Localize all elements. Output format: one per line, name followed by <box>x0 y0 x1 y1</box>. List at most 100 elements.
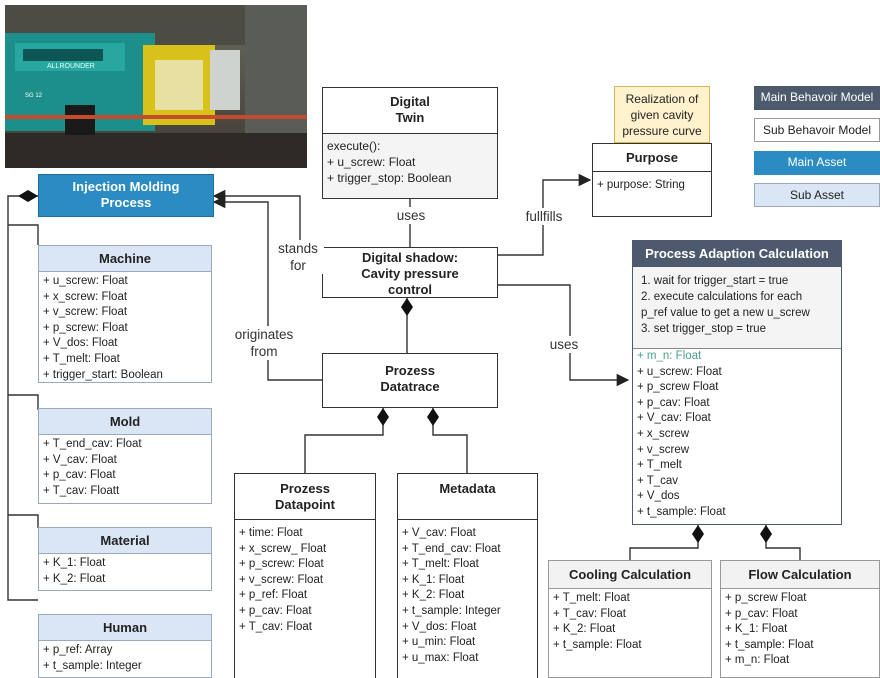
legend-main-behavior: Main Behavoir Model <box>754 86 880 110</box>
title-line: Datatrace <box>380 379 440 394</box>
title-line: Prozess <box>385 363 435 378</box>
operation: p_ref value to get a new u_screw <box>641 307 810 319</box>
label-line: stands <box>278 241 318 256</box>
machine-title: Machine <box>39 246 211 272</box>
originates-from-label: originates from <box>228 326 300 360</box>
legend-sub-behavior: Sub Behavoir Model <box>754 118 880 142</box>
datapoint-attrs: + time: Float + x_screw_ Float + p_screw… <box>235 520 375 637</box>
attribute: + V_cav: Float <box>43 453 117 466</box>
machine-photo: ALLROUNDER SG 12 <box>5 5 307 168</box>
attribute: + x_screw <box>637 427 690 440</box>
digital-twin-class: Digital Twin execute(): + u_screw: Float… <box>322 87 498 199</box>
attribute: + time: Float <box>239 527 303 539</box>
attribute: + t_sample: Integer <box>402 604 501 617</box>
attribute: + u_screw: Float <box>43 275 128 287</box>
purpose-title: Purpose <box>593 144 711 172</box>
process-tree-connector <box>7 195 38 601</box>
datatrace-class: Prozess Datatrace <box>322 353 498 408</box>
title-line: Twin <box>395 110 425 125</box>
mold-class: Mold + T_end_cav: Float + V_cav: Float +… <box>38 408 212 504</box>
note-line: Realization of <box>625 92 699 106</box>
process-title: Injection Molding Process <box>39 175 213 211</box>
human-class: Human + p_ref: Array + t_sample: Integer <box>38 614 212 678</box>
attribute: + v_screw <box>637 443 690 456</box>
adaption-flow-connector <box>765 525 801 562</box>
attribute: + p_cav: Float <box>637 396 710 409</box>
uses-adaption-connector <box>497 284 630 387</box>
mold-attrs: + T_end_cav: Float + V_cav: Float + p_ca… <box>39 435 211 501</box>
attribute: + T_cav: Float <box>239 620 312 633</box>
note-line: pressure curve <box>622 124 702 138</box>
label-line: from <box>250 344 278 359</box>
cooling-title: Cooling Calculation <box>549 561 711 589</box>
legend-main-asset: Main Asset <box>754 151 880 175</box>
title-line: Cavity pressure <box>361 266 459 281</box>
datapoint-class: Prozess Datapoint + time: Float + x_scre… <box>234 473 376 678</box>
material-class: Material + K_1: Float + K_2: Float <box>38 527 212 591</box>
flow-title: Flow Calculation <box>721 561 879 589</box>
attribute: + v_screw: Float <box>43 306 128 319</box>
human-title: Human <box>39 615 211 641</box>
attribute: + T_melt <box>637 459 682 472</box>
legend-sub-behavior-label: Sub Behavoir Model <box>762 123 872 137</box>
attribute: + K_1: Float <box>402 573 465 586</box>
attribute: + K_1: Float <box>725 623 788 636</box>
metadata-attrs: + V_cav: Float + T_end_cav: Float + T_me… <box>398 520 537 668</box>
attribute: + x_screw_ Float <box>239 542 327 555</box>
legend-main-behavior-label: Main Behavoir Model <box>760 90 874 104</box>
attribute: + K_2: Float <box>402 589 465 602</box>
attribute: + V_dos <box>637 490 680 503</box>
adaption-attrs: + m_n: Float + u_screw: Float + p_screw … <box>633 349 841 523</box>
attribute: + p_cav: Float <box>725 607 798 620</box>
attribute: + T_cav <box>637 474 679 487</box>
attribute: + trigger_stop: Boolean <box>327 171 452 185</box>
attribute: + T_end_cav: Float <box>402 542 501 555</box>
adaption-title: Process Adaption Calculation <box>633 241 841 267</box>
attribute: + T_cav: Floatt <box>43 484 120 497</box>
attribute: + p_screw Float <box>637 381 719 394</box>
legend-sub-asset: Sub Asset <box>754 183 880 207</box>
machine-photo-image: ALLROUNDER SG 12 <box>5 5 307 168</box>
attribute: + t_sample: Float <box>553 638 642 651</box>
stands-for-label: stands for <box>272 240 324 274</box>
process-material-connector <box>8 514 39 528</box>
attribute: + p_ref: Float <box>239 589 308 602</box>
attribute: + T_cav: Float <box>553 607 626 620</box>
attribute: + p_ref: Array <box>43 644 113 656</box>
title-line: Prozess <box>280 481 330 496</box>
attribute: + trigger_start: Boolean <box>43 368 163 381</box>
datapoint-title: Prozess Datapoint <box>235 474 375 520</box>
attribute: + m_n: Float <box>725 654 790 667</box>
attribute: + t_sample: Integer <box>43 659 142 672</box>
title-line: Datapoint <box>275 497 335 512</box>
attribute: + V_cav: Float <box>637 412 711 425</box>
diamond-adaption-right <box>760 525 772 543</box>
title-line: Digital shadow: <box>361 250 459 265</box>
attribute: + t_sample: Float <box>637 505 726 518</box>
attribute: + u_screw: Float <box>327 155 416 169</box>
attribute: + u_max: Float <box>402 651 479 664</box>
title-line: Process <box>100 195 152 210</box>
machine-brand-label: ALLROUNDER <box>47 63 95 70</box>
attribute: + x_screw: Float <box>43 290 128 303</box>
attribute: + K_1: Float <box>43 557 106 569</box>
note-line: given cavity <box>630 108 694 122</box>
diamond-datatrace-left <box>377 408 389 426</box>
attribute: + v_screw: Float <box>239 573 324 586</box>
uses-label: uses <box>393 207 429 224</box>
originates-from-connector <box>212 195 322 381</box>
title-line: Injection Molding <box>72 179 180 194</box>
attribute: + V_dos: Float <box>402 620 477 633</box>
attribute: + K_2: Float <box>43 572 106 585</box>
adaption-class: Process Adaption Calculation 1. wait for… <box>632 240 842 525</box>
process-class: Injection Molding Process <box>38 174 214 217</box>
mold-title: Mold <box>39 409 211 435</box>
flow-attrs: + p_screw Float + p_cav: Float + K_1: Fl… <box>721 589 879 671</box>
attribute: + t_sample: Float <box>725 638 814 651</box>
attribute: + T_melt: Float <box>553 592 630 604</box>
attribute: + purpose: String <box>597 179 685 191</box>
material-attrs: + K_1: Float + K_2: Float <box>39 554 211 589</box>
title-line: control <box>387 282 433 297</box>
human-attrs: + p_ref: Array + t_sample: Integer <box>39 641 211 676</box>
